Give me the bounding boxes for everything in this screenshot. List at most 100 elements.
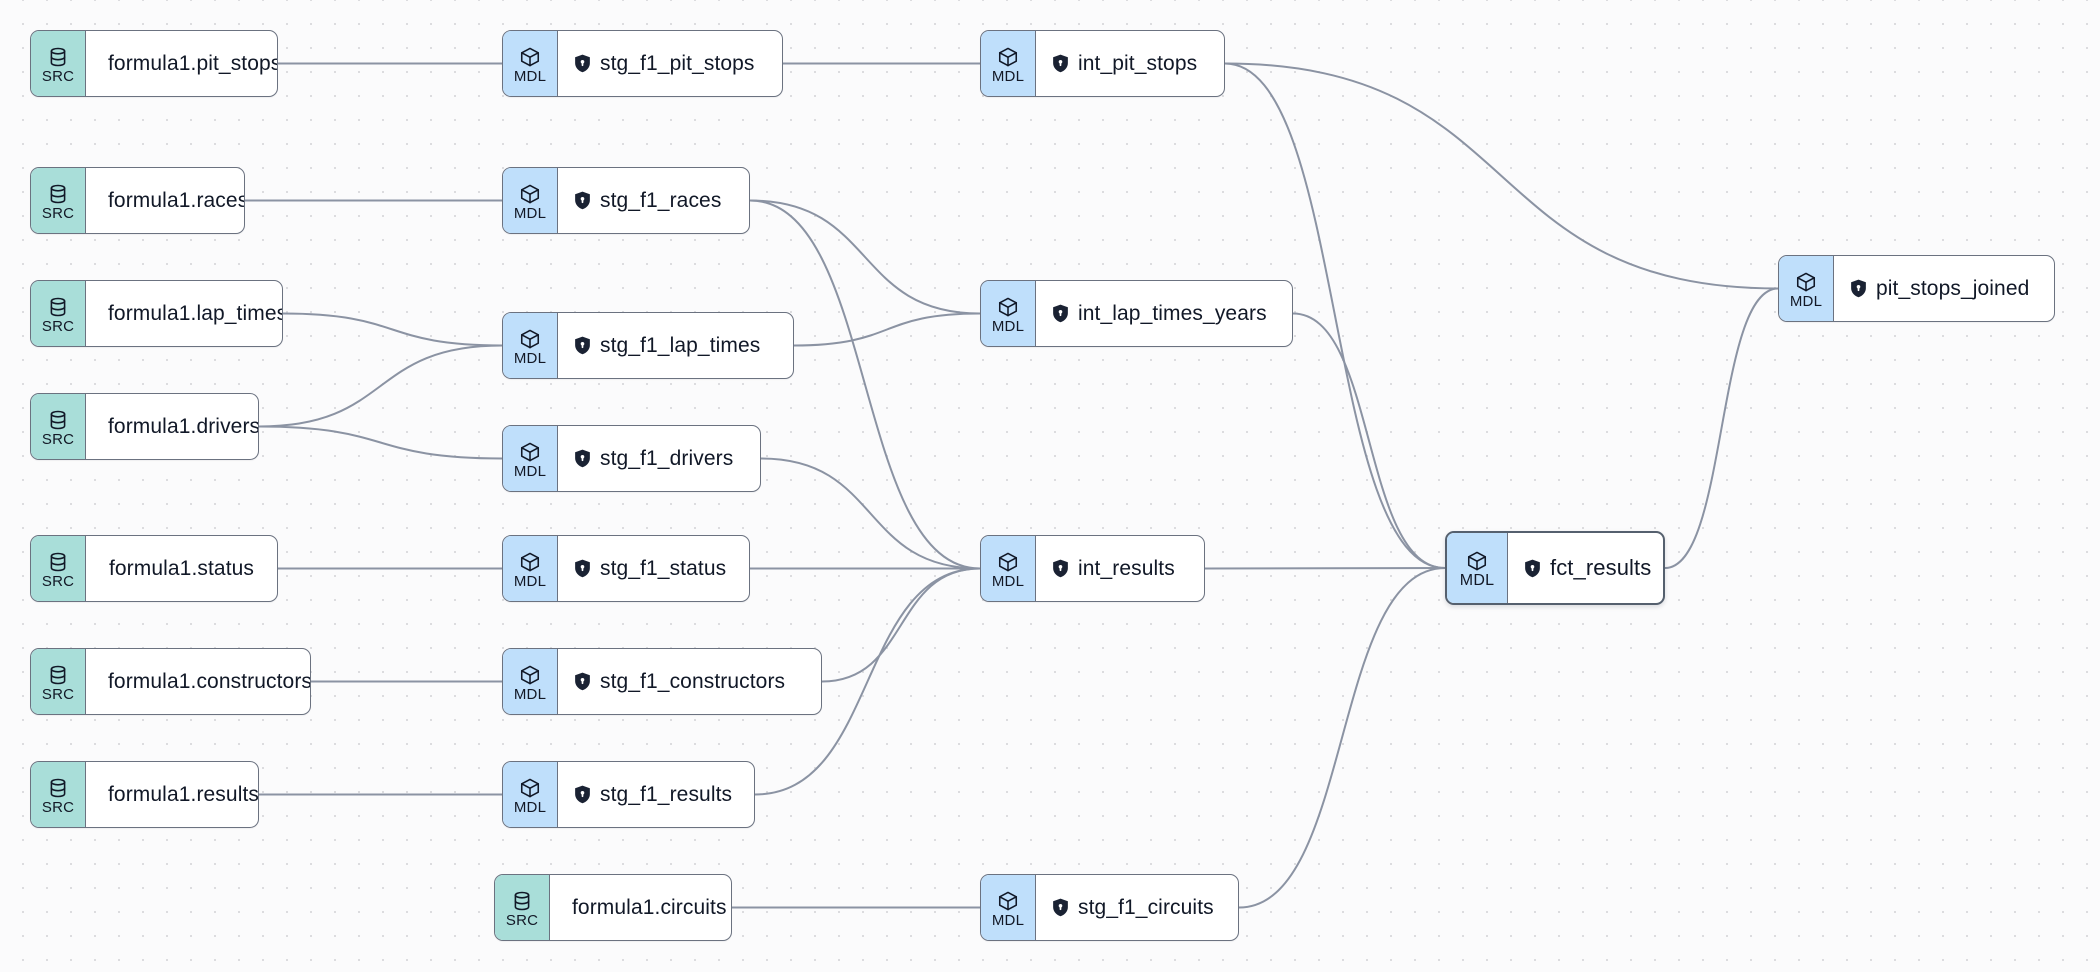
- node-type-badge-src_results: SRC: [31, 762, 86, 827]
- shield-icon: [574, 54, 591, 73]
- database-icon: [47, 183, 69, 205]
- cube-icon: [519, 777, 541, 799]
- edge-int_results-to-fct_results: [1204, 567, 1446, 570]
- database-icon: [47, 46, 69, 68]
- node-body-stg_results: stg_f1_results: [558, 762, 754, 827]
- node-label-src_races: formula1.races: [108, 188, 245, 212]
- node-type-label: MDL: [513, 572, 547, 590]
- node-body-src_lap_times: formula1.lap_times: [86, 281, 283, 346]
- node-label-pit_stops_joined: pit_stops_joined: [1876, 276, 2030, 300]
- node-stg_lap_times[interactable]: MDL stg_f1_lap_times: [502, 312, 794, 379]
- shield-icon: [574, 559, 591, 578]
- shield-icon: [1052, 898, 1069, 917]
- shield-icon: [574, 336, 591, 355]
- node-type-badge-stg_circuits: MDL: [981, 875, 1036, 940]
- node-src_results[interactable]: SRC formula1.results: [30, 761, 259, 828]
- node-label-stg_pit_stops: stg_f1_pit_stops: [600, 51, 755, 75]
- node-type-label: MDL: [991, 911, 1025, 929]
- shield-icon: [1052, 559, 1069, 578]
- node-body-stg_lap_times: stg_f1_lap_times: [558, 313, 793, 378]
- node-type-badge-src_constructors: SRC: [31, 649, 86, 714]
- node-stg_pit_stops[interactable]: MDL stg_f1_pit_stops: [502, 30, 783, 97]
- node-label-src_pit_stops: formula1.pit_stops: [108, 51, 278, 75]
- database-icon: [47, 296, 69, 318]
- node-label-src_lap_times: formula1.lap_times: [108, 301, 283, 325]
- node-body-int_pit_stops: int_pit_stops: [1036, 31, 1224, 96]
- node-src_pit_stops[interactable]: SRC formula1.pit_stops: [30, 30, 278, 97]
- cube-icon: [519, 46, 541, 68]
- node-type-label: SRC: [41, 67, 75, 85]
- cube-icon: [997, 46, 1019, 68]
- node-label-stg_lap_times: stg_f1_lap_times: [600, 333, 761, 357]
- edge-src_lap_times-to-stg_lap_times: [282, 312, 503, 347]
- node-label-stg_circuits: stg_f1_circuits: [1078, 895, 1214, 919]
- shield-icon: [1052, 54, 1069, 73]
- cube-icon: [997, 296, 1019, 318]
- node-src_lap_times[interactable]: SRC formula1.lap_times: [30, 280, 283, 347]
- node-type-badge-stg_lap_times: MDL: [503, 313, 558, 378]
- node-label-src_results: formula1.results: [108, 782, 259, 806]
- node-type-label: SRC: [41, 798, 75, 816]
- database-icon: [511, 890, 533, 912]
- node-type-badge-int_lap_times_years: MDL: [981, 281, 1036, 346]
- node-stg_status[interactable]: MDL stg_f1_status: [502, 535, 750, 602]
- shield-icon: [574, 672, 591, 691]
- node-type-badge-src_pit_stops: SRC: [31, 31, 86, 96]
- node-type-badge-pit_stops_joined: MDL: [1779, 256, 1834, 321]
- edge-stg_races-to-int_lap_times_years: [749, 199, 981, 315]
- node-label-stg_drivers: stg_f1_drivers: [600, 446, 734, 470]
- database-icon: [47, 777, 69, 799]
- node-stg_results[interactable]: MDL stg_f1_results: [502, 761, 755, 828]
- node-body-src_drivers: formula1.drivers: [86, 394, 258, 459]
- node-stg_circuits[interactable]: MDL stg_f1_circuits: [980, 874, 1239, 941]
- node-int_results[interactable]: MDL int_results: [980, 535, 1205, 602]
- database-icon: [47, 409, 69, 431]
- node-type-label: MDL: [991, 67, 1025, 85]
- edge-stg_circuits-to-fct_results: [1238, 567, 1446, 909]
- node-type-label: MDL: [513, 798, 547, 816]
- cube-icon: [519, 551, 541, 573]
- node-src_races[interactable]: SRC formula1.races: [30, 167, 245, 234]
- node-label-fct_results: fct_results: [1550, 555, 1652, 580]
- node-body-src_races: formula1.races: [86, 168, 245, 233]
- node-type-label: SRC: [41, 204, 75, 222]
- node-type-badge-stg_pit_stops: MDL: [503, 31, 558, 96]
- node-type-badge-src_races: SRC: [31, 168, 86, 233]
- edge-src_drivers-to-stg_drivers: [258, 425, 503, 460]
- node-body-pit_stops_joined: pit_stops_joined: [1834, 256, 2054, 321]
- node-type-label: MDL: [513, 685, 547, 703]
- node-type-badge-int_pit_stops: MDL: [981, 31, 1036, 96]
- node-pit_stops_joined[interactable]: MDL pit_stops_joined: [1778, 255, 2055, 322]
- cube-icon: [519, 441, 541, 463]
- node-body-src_constructors: formula1.constructors: [86, 649, 311, 714]
- node-body-stg_drivers: stg_f1_drivers: [558, 426, 760, 491]
- shield-icon: [574, 785, 591, 804]
- node-type-label: MDL: [1459, 571, 1495, 589]
- shield-icon: [1524, 559, 1541, 578]
- node-type-label: SRC: [41, 685, 75, 703]
- node-label-int_results: int_results: [1078, 556, 1175, 580]
- edge-int_lap_times_years-to-fct_results: [1292, 312, 1446, 569]
- node-fct_results[interactable]: MDL fct_results: [1445, 531, 1665, 605]
- cube-icon: [1795, 271, 1817, 293]
- edge-stg_lap_times-to-int_lap_times_years: [793, 312, 981, 347]
- node-type-badge-src_lap_times: SRC: [31, 281, 86, 346]
- cube-icon: [519, 328, 541, 350]
- node-label-src_constructors: formula1.constructors: [108, 669, 311, 693]
- node-type-badge-int_results: MDL: [981, 536, 1036, 601]
- node-int_pit_stops[interactable]: MDL int_pit_stops: [980, 30, 1225, 97]
- node-label-src_status: formula1.status: [108, 556, 255, 580]
- node-type-badge-stg_status: MDL: [503, 536, 558, 601]
- node-label-stg_status: stg_f1_status: [600, 556, 727, 580]
- shield-icon: [1850, 279, 1867, 298]
- node-src_constructors[interactable]: SRC formula1.constructors: [30, 648, 311, 715]
